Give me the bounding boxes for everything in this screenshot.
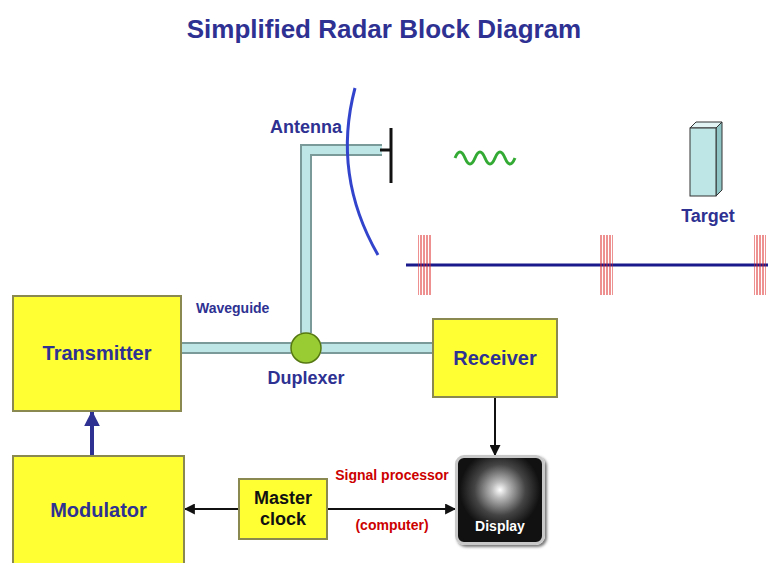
diagram-title: Simplified Radar Block Diagram bbox=[0, 14, 768, 45]
target-object: Target bbox=[668, 118, 748, 230]
master-clock-box: Master clock bbox=[238, 478, 328, 540]
antenna-dish-outline bbox=[262, 85, 402, 265]
signal-arrow bbox=[92, 412, 93, 455]
duplexer-circle-outline bbox=[251, 330, 361, 366]
signal-arrow bbox=[495, 398, 496, 455]
part-label: Waveguide bbox=[196, 300, 269, 316]
modulator-box: Modulator bbox=[12, 455, 185, 563]
antenna-dish: Antenna bbox=[262, 85, 402, 265]
target-box-outline bbox=[668, 118, 748, 204]
node-text: Receiver bbox=[453, 347, 536, 370]
radar-pulse bbox=[418, 235, 431, 295]
node-text: Signal processor bbox=[322, 467, 462, 483]
radar-pulse bbox=[754, 235, 766, 295]
receiver-box: Receiver bbox=[432, 318, 558, 398]
node-text: (computer) bbox=[322, 517, 462, 533]
transmitter-box: Transmitter bbox=[12, 295, 182, 412]
node-text: Target bbox=[668, 206, 748, 227]
pulse-path bbox=[406, 264, 768, 267]
waveguide-pipe bbox=[182, 348, 291, 349]
signal-arrow bbox=[328, 509, 455, 510]
display-screen: Display bbox=[455, 455, 545, 545]
radar-pulse bbox=[600, 235, 613, 295]
node-text: Antenna bbox=[262, 117, 342, 138]
radio-wave bbox=[455, 152, 515, 164]
duplexer-circle: Duplexer bbox=[251, 330, 361, 392]
node-text: Modulator bbox=[50, 499, 147, 522]
node-text: Duplexer bbox=[251, 368, 361, 389]
node-text: Display bbox=[475, 518, 525, 534]
node-text: Transmitter bbox=[43, 342, 152, 365]
signal-arrow bbox=[185, 509, 238, 510]
signal-processor-region: Signal processor (computer) ReceiverMaster… bbox=[218, 303, 580, 563]
node-text: Master clock bbox=[246, 488, 320, 529]
waveguide-pipe bbox=[321, 348, 432, 349]
